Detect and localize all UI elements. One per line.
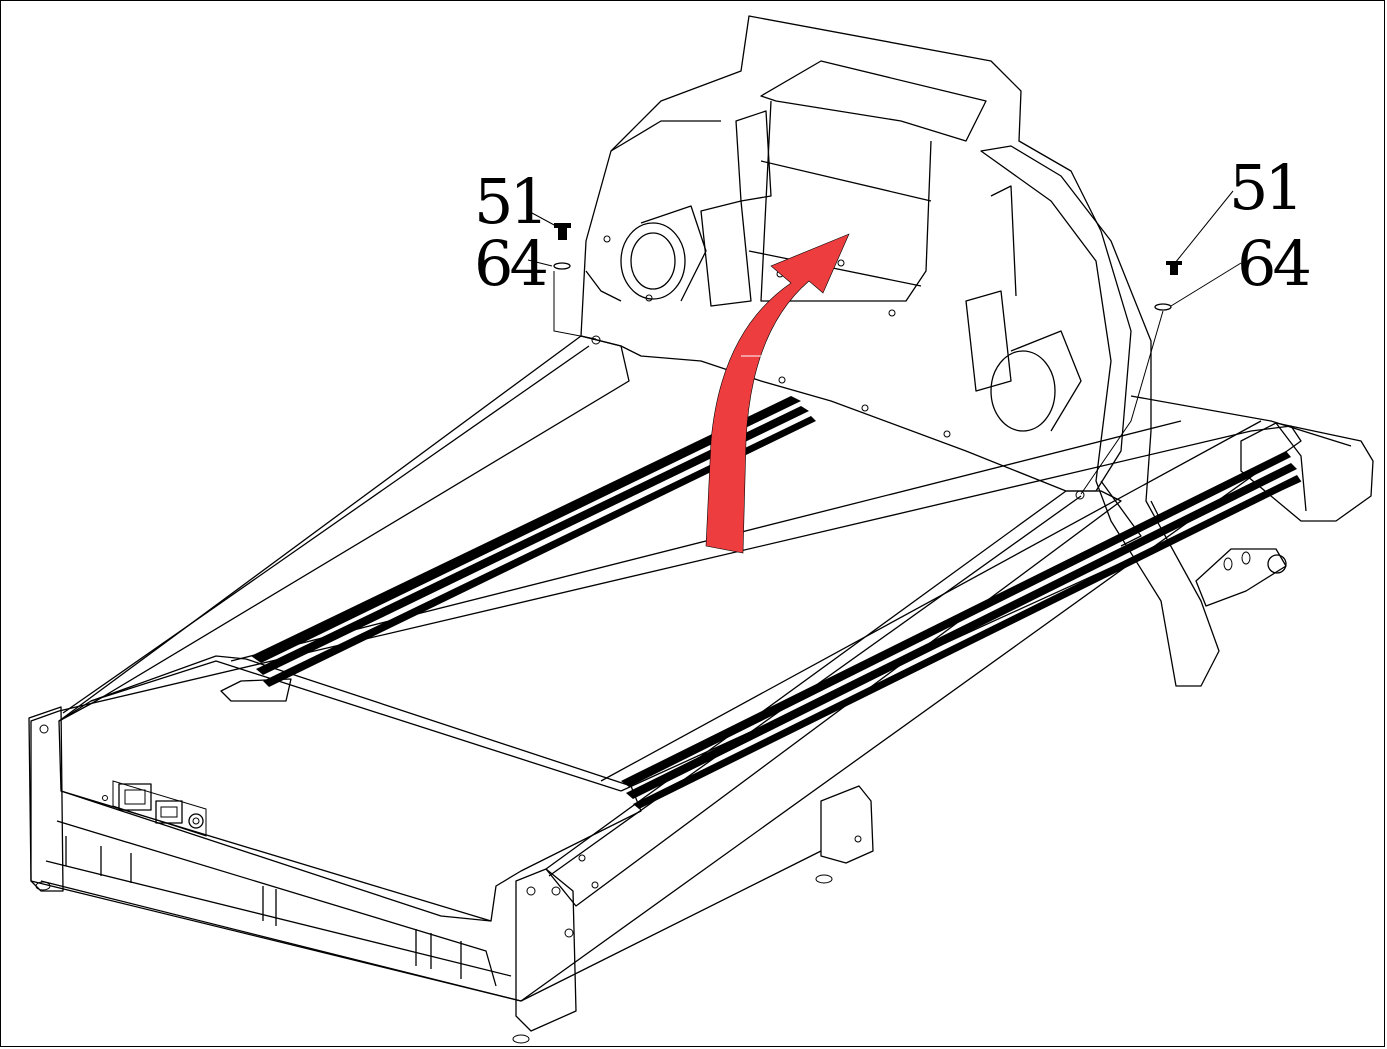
bolt-51-right bbox=[1166, 261, 1182, 275]
callout-64-right: 64 bbox=[1237, 227, 1309, 300]
leader-lines bbox=[527, 190, 1242, 495]
motor-cover bbox=[56, 655, 642, 987]
treadmill-base bbox=[28, 395, 1352, 1044]
callout-51-left: 51 bbox=[474, 165, 545, 238]
fold-up-arrow bbox=[705, 233, 850, 554]
callout-64-left: 64 bbox=[474, 227, 546, 300]
upright-assembly-highlight bbox=[58, 15, 1220, 907]
callout-51-right: 51 bbox=[1229, 151, 1300, 224]
bolt-51-left bbox=[554, 223, 571, 240]
front-roller-cover bbox=[1195, 422, 1374, 607]
washer-64-right bbox=[1154, 303, 1172, 311]
washer-64-left bbox=[553, 262, 571, 270]
running-belt bbox=[251, 396, 1301, 809]
